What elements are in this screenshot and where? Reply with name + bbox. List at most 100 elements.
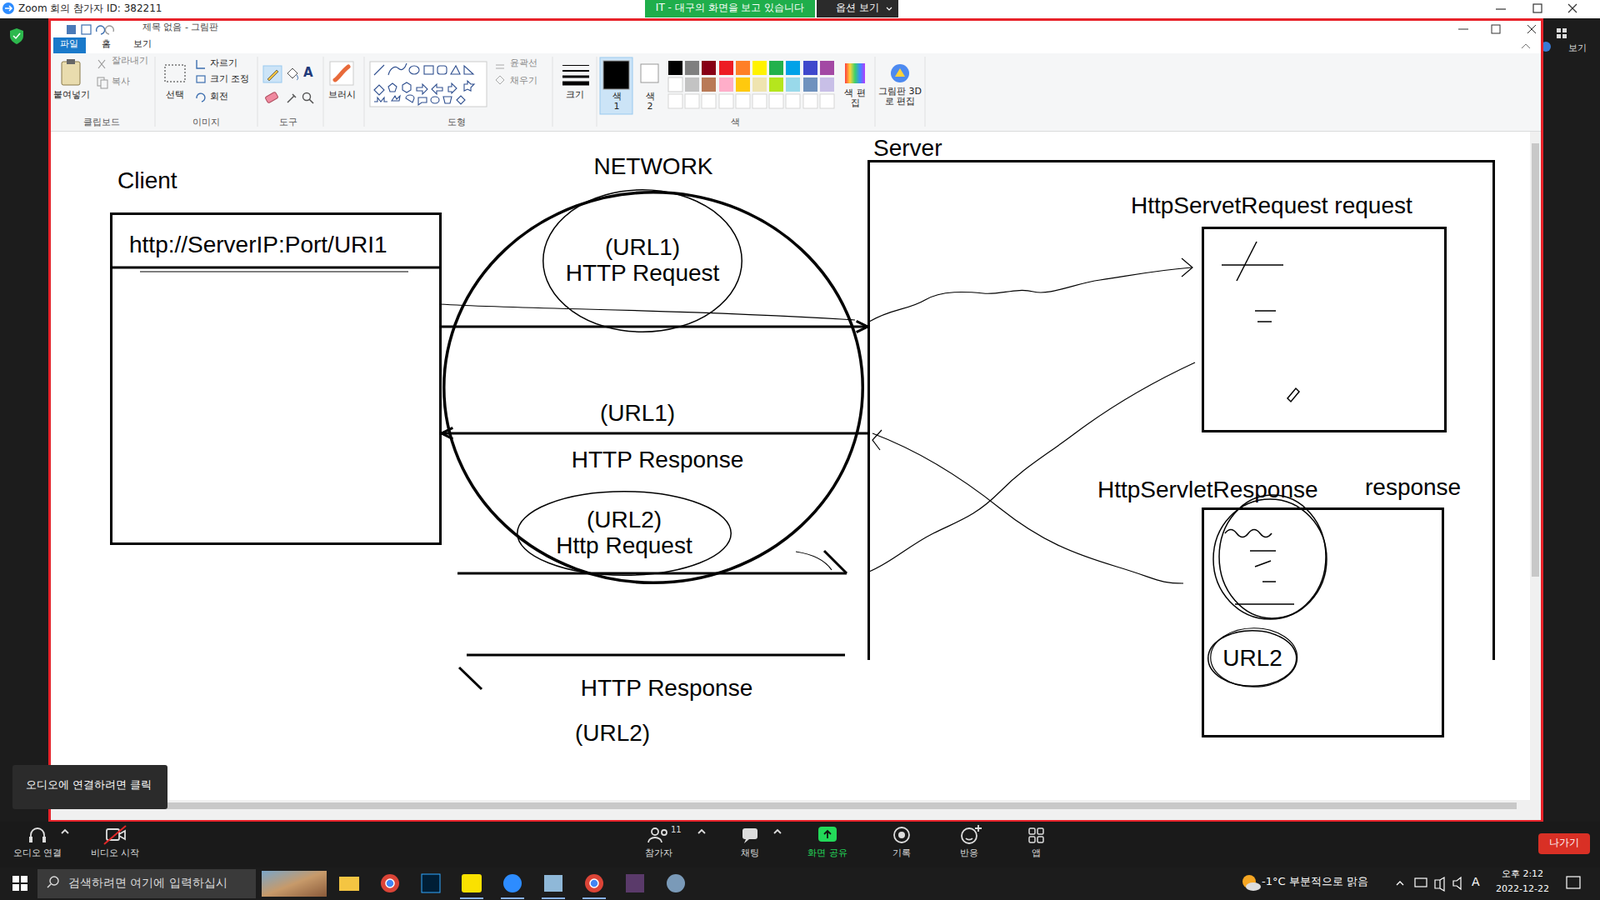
taskbar: [385, 879, 395, 888]
response-arrow: [466, 654, 845, 657]
taskbar: [541, 897, 565, 900]
zoom-side-strip: [1562, 28, 1567, 33]
color-picker: [600, 57, 633, 115]
node-heading: Server: [873, 134, 942, 163]
zoom-toolbar: [0, 821, 1600, 868]
ribbon-icons: [309, 99, 314, 104]
color-picker: [600, 57, 910, 115]
freehand-line: [869, 267, 1192, 322]
node-text: HTTP Request: [565, 260, 720, 287]
color-picker: [668, 77, 683, 92]
color-picker: [769, 94, 784, 109]
ribbon-icons: [196, 75, 205, 83]
color-picker: [701, 60, 716, 75]
taskbar: [585, 874, 604, 893]
taskbar: [500, 897, 525, 900]
arrow-label: (URL2): [575, 720, 650, 747]
color-picker: [752, 94, 767, 109]
freehand-line: [872, 433, 1184, 584]
freehand-line: [1181, 258, 1193, 277]
paint-scrollbars: [1531, 143, 1540, 577]
ribbon-icons: [409, 65, 420, 75]
ribbon-group-name: 도구: [279, 117, 298, 129]
request-object-box: HttpServetRequest request: [1201, 226, 1447, 433]
taskbar: [421, 874, 440, 893]
response-scribble: [1219, 495, 1326, 619]
color-picker: [895, 68, 905, 77]
ribbon-icons: [495, 65, 505, 69]
taskbar: [1566, 876, 1580, 889]
request-bubble: (URL1)HTTP Request: [542, 189, 743, 333]
ribbon-icons: [443, 96, 452, 104]
ribbon-icons: [562, 81, 590, 86]
share-banner: [816, 0, 899, 18]
zoom-toolbar: [29, 836, 33, 843]
taskbar: [1396, 881, 1404, 885]
share-banner-text: IT - 대구의 화면을 보고 있습니다: [655, 2, 805, 15]
share-banner: [886, 7, 892, 10]
node-text: (URL2): [586, 507, 662, 534]
participant-count: 11: [670, 825, 682, 835]
response-scribble: [1255, 560, 1271, 567]
color-picker: [668, 94, 683, 109]
request-scribble: [1257, 320, 1272, 323]
color-picker: [785, 77, 800, 92]
client-box: Clienthttp://ServerIP:Port/URI1: [110, 212, 442, 545]
node-heading: HttpServetRequest request: [1130, 191, 1413, 220]
taskbar: [47, 884, 51, 888]
zoom-toolbar: [698, 830, 705, 834]
color-picker: [603, 60, 630, 90]
arrow-label: (URL1): [600, 400, 675, 427]
ribbon-button: 색 1: [610, 91, 623, 112]
ribbon-button: 자르기: [210, 58, 238, 70]
zoom-toolbar: [651, 828, 659, 835]
ribbon-icons: [562, 65, 590, 66]
ribbon-button: 붙여넣기: [53, 90, 90, 101]
paint-scrollbars: [50, 811, 1541, 821]
taskbar: [261, 870, 327, 897]
zoom-side-strip: [1562, 34, 1567, 39]
url-text: http://ServerIP:Port/URI1: [129, 230, 388, 260]
ribbon-button: 그림판 3D로 편집: [875, 86, 925, 107]
taskbar: [1435, 877, 1445, 891]
zoom-side-strip: [0, 18, 1600, 822]
ribbon-icons: [430, 96, 440, 104]
ribbon-icons: [66, 59, 75, 65]
ribbon-icons: [61, 59, 590, 107]
zoom-side-strip: [10, 28, 24, 45]
zoom-toolbar: [30, 828, 45, 841]
color-picker: [820, 94, 835, 109]
response-scribble: [1225, 530, 1272, 538]
ribbon-icons: [448, 83, 457, 94]
flow-arrow: [441, 325, 868, 329]
ribbon-icons: [495, 75, 505, 85]
ribbon-icons: [405, 95, 415, 103]
ribbon-icons: [265, 91, 279, 104]
ribbon-icons: [418, 97, 427, 105]
taskbar: [461, 874, 482, 893]
ribbon-icons: [416, 84, 428, 95]
response-scribble: [1235, 603, 1295, 605]
request-bubble-outline: [543, 190, 743, 333]
zoom-toolbar: [824, 830, 831, 839]
side-button: 보기: [1568, 43, 1587, 55]
ribbon-button: 회전: [210, 91, 229, 103]
color-picker: [719, 94, 734, 109]
paint-window: [96, 25, 105, 35]
ribbon-icons: [165, 65, 185, 82]
zoom-toolbar: [30, 825, 982, 844]
clock-time: 오후 2:12: [1501, 869, 1544, 880]
ribbon-icons: [100, 80, 108, 89]
taskbar: [582, 897, 606, 900]
ribbon-icons: [330, 61, 354, 85]
node-heading: HttpServletResponse: [1097, 475, 1319, 505]
paint-window: [105, 25, 114, 35]
taskbar: [666, 874, 685, 893]
ribbon-icons: [196, 60, 205, 69]
zoom-toolbar: [1037, 836, 1044, 843]
toolbar-button: 오디오 연결: [13, 848, 63, 860]
zoom-title-bar: [1533, 4, 1542, 13]
ribbon-icons: [464, 65, 474, 75]
zoom-title-bar: [0, 0, 1600, 20]
